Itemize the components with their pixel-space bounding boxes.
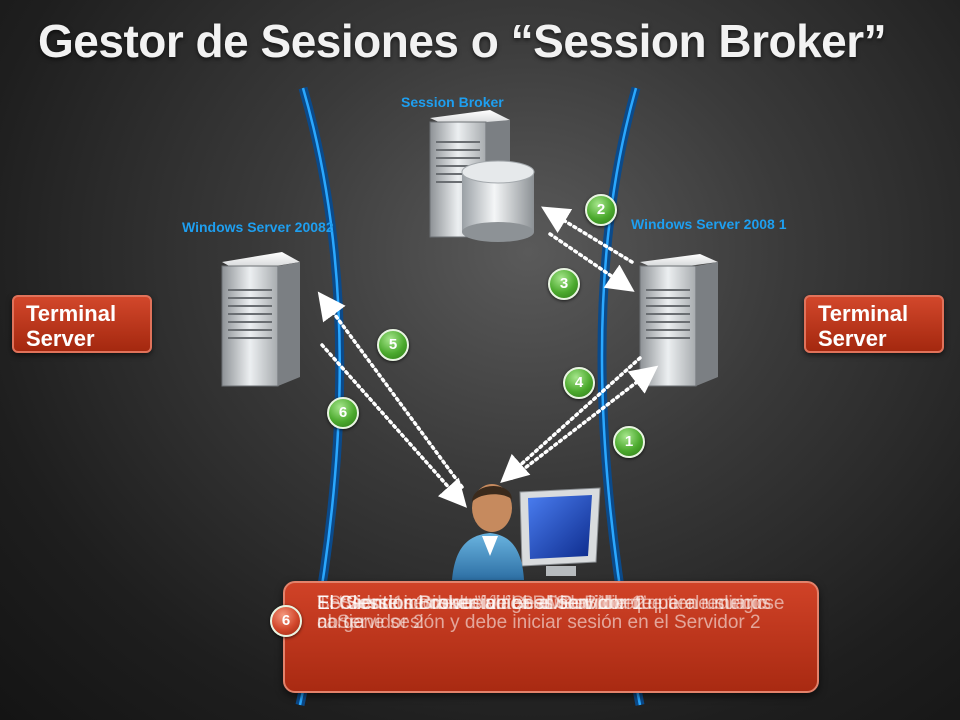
callout-text-4: TS Session Broker indica al Servidor 1 q… [317, 593, 767, 633]
step-description-callout [283, 581, 819, 693]
terminal-server-right-line2: Server [818, 326, 887, 351]
arrow-step-6 [320, 343, 467, 508]
terminal-server-left-box: Terminal Server [12, 295, 152, 353]
step-badge-4: 4 [563, 367, 595, 399]
terminal-server-right-line1: Terminal [818, 301, 909, 326]
slide-title: Gestor de Sesiones o “Session Broker” [38, 15, 887, 67]
terminal-server-left-line1: Terminal [26, 301, 117, 326]
left-server-icon [221, 252, 300, 387]
step-badge-3: 3 [548, 268, 580, 300]
terminal-server-left-line2: Server [26, 326, 95, 351]
callout-text-6: El Cliente inicia sesión en el Servidor … [317, 593, 646, 614]
step-badge-2: 2 [585, 194, 617, 226]
callout-step-badge: 6 [270, 605, 302, 637]
session-broker-label: Session Broker [401, 94, 504, 110]
terminal-server-right-box: Terminal Server [804, 295, 944, 353]
user-computer-icon [452, 484, 601, 580]
step-badge-6: 6 [327, 397, 359, 429]
arrow-step-3 [548, 232, 635, 292]
callout-text-5: El Servidor 1 devuelve el RDP al cliente… [317, 593, 785, 633]
arrow-step-2 [541, 206, 634, 264]
callout-text-3: El “Session Broker” dirige al servidor q… [317, 593, 772, 633]
arrow-step-5 [317, 291, 464, 489]
left-server-label: Windows Server 20082 [182, 219, 334, 235]
callout-text-2: Servidor 1 consulta al “Session Broker” [317, 593, 647, 614]
step-badge-1: 1 [613, 426, 645, 458]
arrow-step-1 [510, 365, 659, 480]
right-server-label: Windows Server 2008 1 [631, 216, 787, 232]
callout-text-1: El Cliente se conecta al Servidor 1 [317, 593, 608, 614]
step-badge-5: 5 [377, 329, 409, 361]
arrow-step-4 [500, 356, 642, 483]
right-server-icon [639, 254, 718, 387]
session-broker-server-icon [429, 110, 535, 242]
